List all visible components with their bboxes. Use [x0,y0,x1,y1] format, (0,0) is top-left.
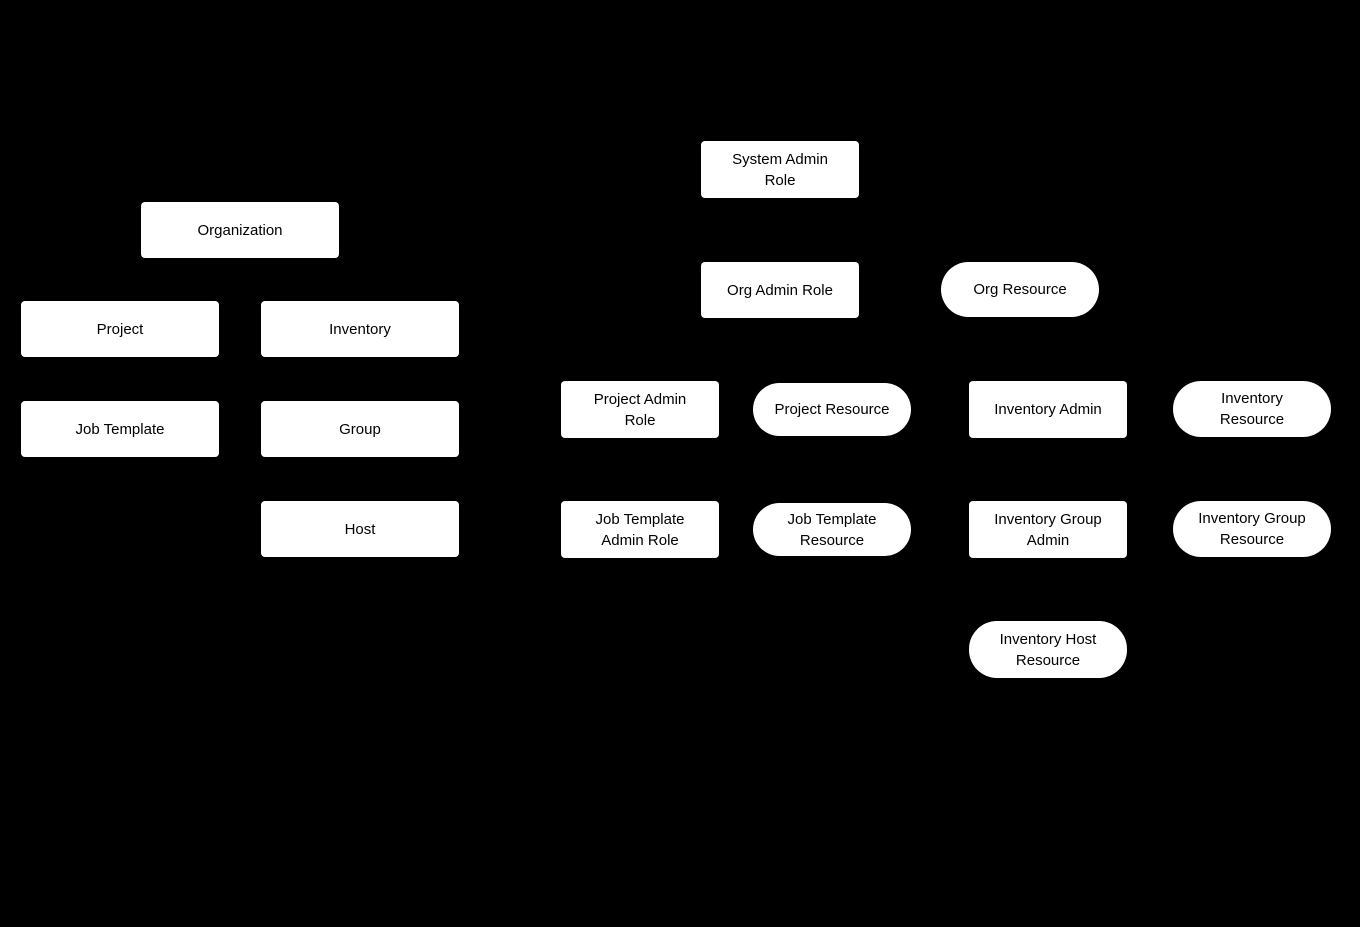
node-inventory-group-admin: Inventory Group Admin [969,501,1127,558]
node-project: Project [21,301,219,357]
node-project-admin-role: Project Admin Role [561,381,719,438]
node-inventory-admin: Inventory Admin [969,381,1127,438]
node-job-template: Job Template [21,401,219,457]
node-organization: Organization [141,202,339,258]
node-system-admin-role: System Admin Role [701,141,859,198]
node-org-admin-role: Org Admin Role [701,262,859,318]
node-inventory-resource: Inventory Resource [1173,381,1331,437]
node-project-resource: Project Resource [753,383,911,436]
node-job-template-resource: Job Template Resource [753,503,911,556]
node-inventory: Inventory [261,301,459,357]
node-job-template-admin-role: Job Template Admin Role [561,501,719,558]
node-host: Host [261,501,459,557]
node-inventory-host-resource: Inventory Host Resource [969,621,1127,678]
node-org-resource: Org Resource [941,262,1099,317]
node-inventory-group-resource: Inventory Group Resource [1173,501,1331,557]
node-group: Group [261,401,459,457]
